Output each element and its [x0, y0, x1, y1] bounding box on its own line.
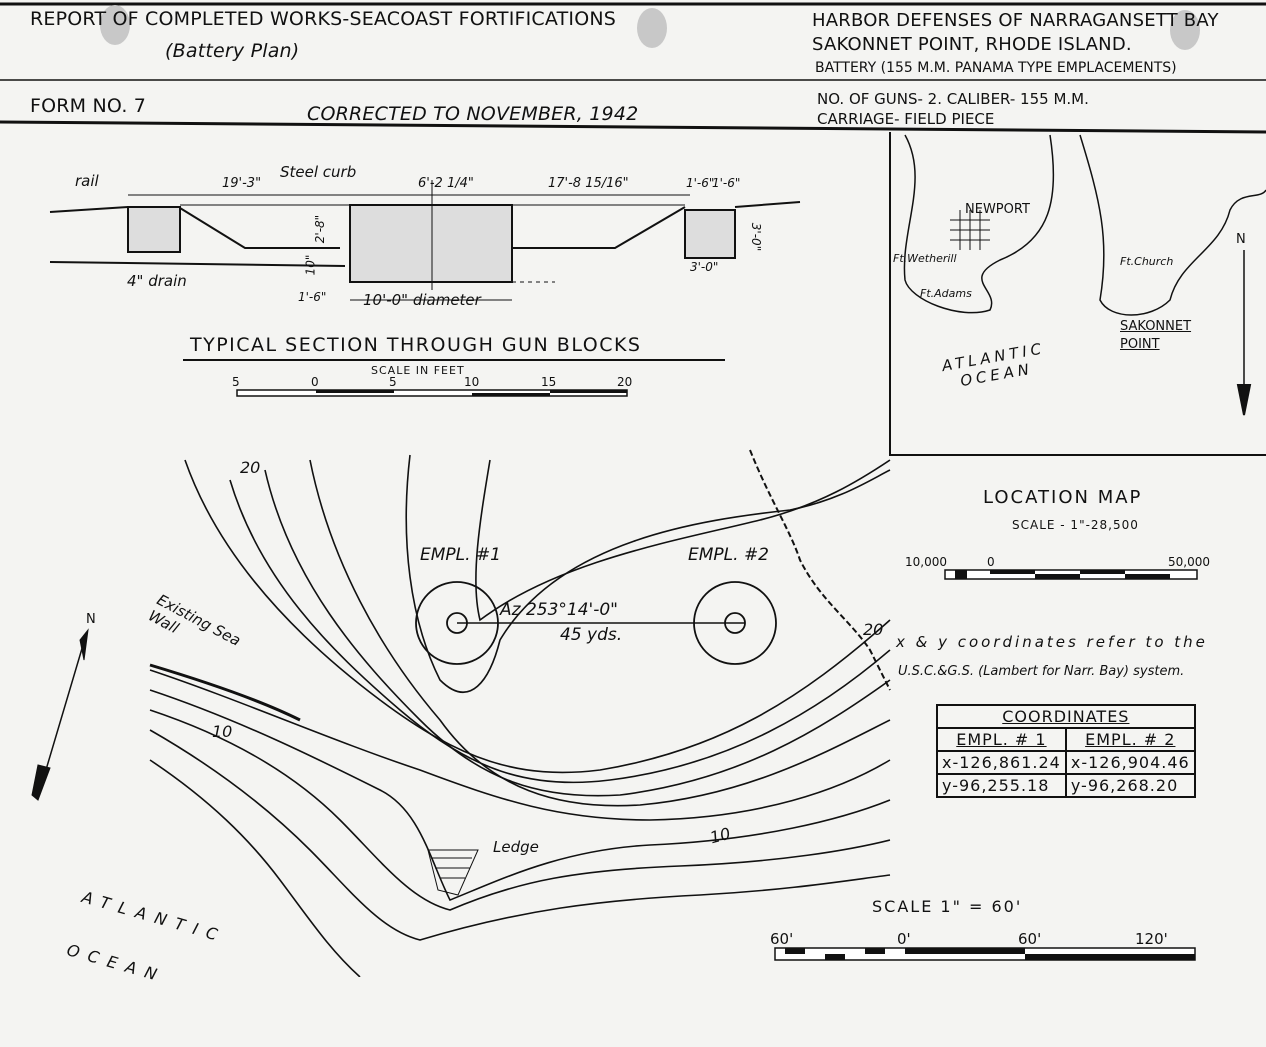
location-scale-bar	[944, 569, 1198, 580]
dim-diameter: 10'-0" diameter	[363, 291, 481, 309]
dim-1-6-b: 1'-6"	[712, 176, 741, 190]
plan-north-label: N	[86, 612, 96, 627]
section-scale-bar	[236, 389, 628, 397]
ledge-hatch	[427, 849, 479, 896]
report-title: REPORT OF COMPLETED WORKS-SEACOAST FORTI…	[30, 8, 617, 30]
map-place-sakonnet-point: SAKONNET POINT	[1120, 319, 1192, 352]
harbor-defenses: HARBOR DEFENSES OF NARRAGANSETT BAY	[812, 10, 1219, 31]
map-place-ft-adams: Ft.Adams	[920, 287, 972, 300]
location-map-title: LOCATION MAP	[983, 487, 1143, 508]
section-scale-label: SCALE IN FEET	[371, 364, 465, 377]
drawing-lines	[0, 2, 1266, 977]
dim-3-0-horizontal: 3'-0"	[690, 260, 719, 274]
dim-1-6-c: 1'-6"	[298, 290, 327, 304]
map-north-label: N	[1236, 232, 1246, 247]
dim-1-6-a: 1'-6"	[686, 176, 715, 190]
dim-19-3: 19'-3"	[222, 176, 262, 191]
coordinate-cell: y-96,268.20	[1064, 773, 1196, 798]
gun-block-section	[49, 180, 801, 301]
contour-label: 20	[240, 458, 261, 477]
table-row: y-96,255.18 y-96,268.20	[936, 773, 1196, 798]
section-scale-tick: 0	[311, 375, 319, 389]
corrected-date: CORRECTED TO NOVEMBER, 1942	[307, 103, 639, 125]
coordinate-cell: x-126,904.46	[1064, 750, 1196, 775]
map-place-newport: NEWPORT	[965, 202, 1030, 217]
distance-label: 45 yds.	[560, 625, 623, 645]
plan-scale-tick: 0'	[897, 930, 911, 948]
plan-scale-tick: 60'	[1018, 930, 1042, 948]
plan-scale-bar	[774, 947, 1196, 961]
section-scale-tick: 20	[617, 375, 633, 389]
label-rail: rail	[75, 172, 99, 190]
dim-10: 10"	[303, 254, 318, 276]
dim-2-8: 2'-8"	[313, 214, 328, 244]
coordinate-note-line-2: U.S.C.&G.S. (Lambert for Narr. Bay) syst…	[898, 664, 1185, 679]
section-scale-tick: 10	[464, 375, 480, 389]
table-row: x-126,861.24 x-126,904.46	[936, 750, 1196, 775]
ledge-label: Ledge	[493, 838, 539, 856]
punch-hole	[637, 8, 667, 48]
label-drain: 4" drain	[127, 272, 187, 290]
report-subtitle: (Battery Plan)	[165, 40, 300, 62]
plan-scale-tick: 120'	[1135, 930, 1168, 948]
punch-hole	[100, 5, 130, 45]
coordinates-title: COORDINATES	[936, 704, 1196, 729]
section-scale-tick: 5	[232, 375, 240, 389]
plan-north-arrow-shape	[31, 628, 89, 801]
coordinate-cell: x-126,861.24	[936, 750, 1067, 775]
dim-6-2: 6'-2 1/4"	[418, 176, 474, 191]
location-scale-tick: 0	[987, 555, 995, 569]
location-scale-tick: 10,000	[905, 555, 947, 569]
section-title: TYPICAL SECTION THROUGH GUN BLOCKS	[190, 334, 642, 356]
empl-1-label: EMPL. #1	[420, 545, 501, 565]
property-boundary	[749, 449, 891, 691]
dim-3-0-vertical: 3'-0"	[749, 222, 764, 252]
coordinates-header: EMPL. # 1	[936, 727, 1067, 752]
empl-2-label: EMPL. #2	[688, 545, 769, 565]
plan-scale-label: SCALE 1" = 60'	[872, 897, 1023, 916]
coordinates-header: EMPL. # 2	[1064, 727, 1196, 752]
dim-17-8: 17'-8 15/16"	[548, 176, 629, 191]
map-place-ft-wetherill: Ft.Wetherill	[893, 252, 957, 265]
contour-lines	[149, 454, 891, 977]
location-map-frame	[889, 132, 1266, 456]
plan-scale-tick: 60'	[770, 930, 794, 948]
battery-type: BATTERY (155 M.M. PANAMA TYPE EMPLACEMEN…	[815, 60, 1177, 76]
contour-label: 20	[863, 620, 884, 639]
form-number: FORM NO. 7	[30, 95, 147, 117]
header-bottom-rule	[0, 120, 1266, 134]
carriage: CARRIAGE- FIELD PIECE	[817, 110, 995, 128]
coordinate-cell: y-96,255.18	[936, 773, 1067, 798]
location-name: SAKONNET POINT, RHODE ISLAND.	[812, 34, 1132, 55]
guns-caliber: NO. OF GUNS- 2. CALIBER- 155 M.M.	[817, 90, 1089, 108]
section-scale-tick: 5	[389, 375, 397, 389]
label-steel-curb: Steel curb	[280, 163, 357, 181]
location-map-scale: SCALE - 1"-28,500	[1012, 518, 1139, 532]
azimuth-label: Az 253°14'-0"	[500, 600, 618, 620]
map-place-ft-church: Ft.Church	[1120, 255, 1174, 268]
punch-hole	[1170, 10, 1200, 50]
location-scale-tick: 50,000	[1168, 555, 1210, 569]
coordinate-note-line-1: x & y coordinates refer to the	[896, 633, 1208, 651]
coordinates-table: COORDINATES EMPL. # 1 EMPL. # 2 x-126,86…	[936, 704, 1196, 798]
contour-label: 10	[212, 722, 233, 741]
section-scale-tick: 15	[541, 375, 557, 389]
